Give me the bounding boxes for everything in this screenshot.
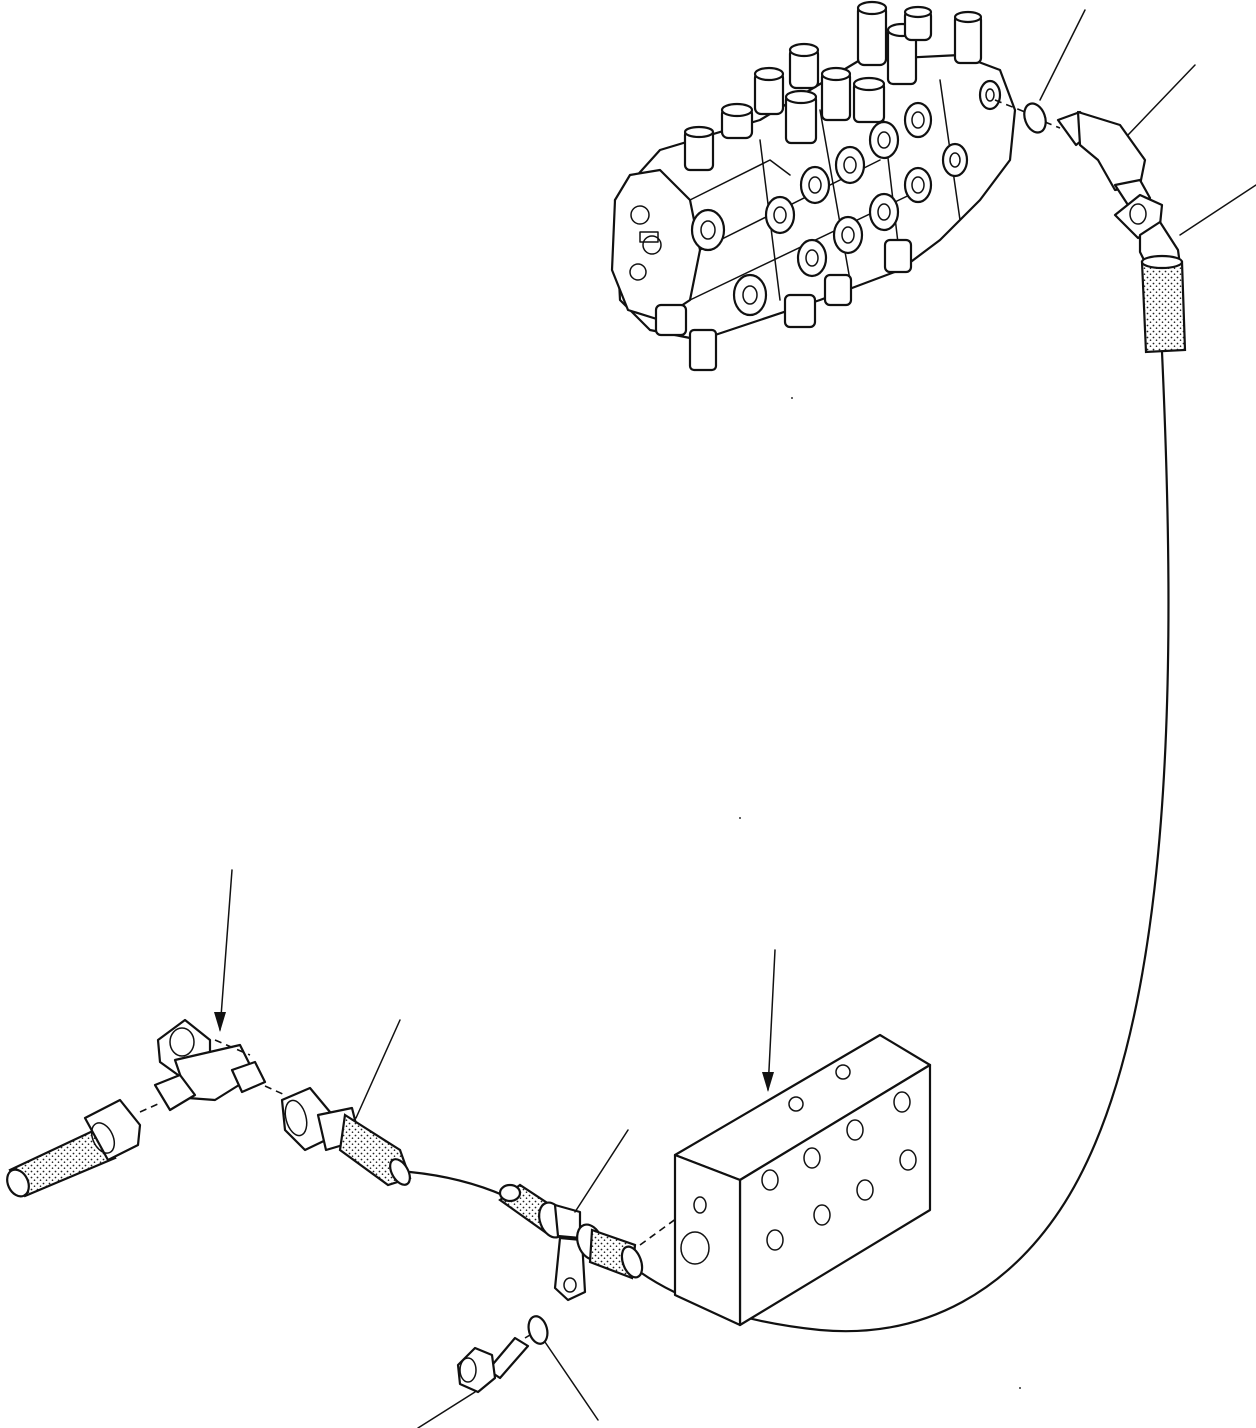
hose-line-icon [408,1170,507,1198]
leader-line [1127,64,1196,136]
bolt-icon [456,1336,530,1394]
o-ring-icon [1023,102,1047,134]
clamp-icon [498,1183,644,1302]
pointer-arrow [219,869,233,1031]
leader-line [544,1341,599,1421]
hose-line-icon [638,350,1170,1333]
hose-fitting-icon [1113,193,1187,354]
assembly-guide-line [524,1334,531,1339]
hose-end-icon [6,1098,142,1198]
leader-line [1039,9,1086,101]
leader-line [355,1019,401,1119]
leader-line [1179,184,1256,236]
manifold-block-icon [673,1033,932,1327]
elbow-adapter-icon [1056,110,1152,207]
assembly-guide-line [139,1103,159,1113]
assembly-guide-line [994,99,1026,113]
washer-icon [527,1315,549,1345]
leader-line [417,1391,476,1428]
assembly-guide-line [1044,121,1061,129]
assembly-guide-line [264,1085,286,1096]
pointer-arrow [767,949,776,1091]
arrow-head-icon [214,1012,226,1032]
hose-fitting-icon [280,1086,412,1187]
control-valve-block-icon [610,0,1017,372]
leader-line [574,1129,629,1213]
tee-fitting-icon [153,1018,267,1112]
arrow-head-icon [762,1072,774,1092]
